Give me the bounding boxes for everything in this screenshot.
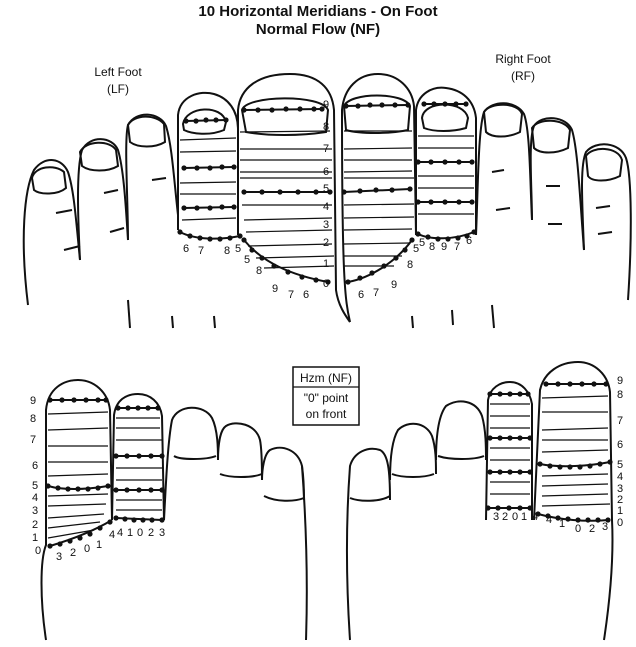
bottom-right-big-toe-number: 4: [546, 514, 552, 526]
top-scale-number: 6: [323, 166, 329, 178]
bottom-left-second-toe-number: 0: [137, 527, 143, 539]
bottom-right-big-toe-number: 0: [575, 523, 581, 535]
diagram-subtitle: Normal Flow (NF): [256, 21, 380, 38]
bottom-left-scale-number: 6: [32, 460, 38, 472]
top-right-second-toe-number: 6: [466, 235, 472, 247]
bottom-left-scale-number: 4: [32, 492, 38, 504]
bottom-left-big-toe-number: 2: [70, 547, 76, 559]
top-left-second-toe-number: 8: [224, 245, 230, 257]
top-right-big-toe-number: 8: [407, 259, 413, 271]
bottom-left-scale-number: 0: [35, 545, 41, 557]
bottom-right-foot: 3 2 0 1 4 4 1 0 2 3 9 8 7 6 5 4 3 2 1 0: [346, 360, 623, 641]
top-right-big-toe-number: 5: [413, 243, 419, 255]
bottom-left-big-toe-number: 3: [56, 551, 62, 563]
right-foot-abbrev: (RF): [511, 69, 535, 83]
legend-box: Hzm (NF) "0" point on front: [292, 366, 360, 426]
diagram-title: 10 Horizontal Meridians - On Foot: [198, 3, 437, 20]
bottom-right-second-toe-number: 0: [512, 511, 518, 523]
legend-title: Hzm (NF): [300, 371, 352, 385]
right-foot-label: Right Foot: [495, 52, 551, 66]
top-right-second-toe: 5 8 9 7 6: [415, 86, 477, 253]
bottom-right-scale-number: 9: [617, 375, 623, 387]
bottom-right-big-toe-number: 1: [559, 518, 565, 530]
top-left-small-toes: [22, 113, 216, 329]
top-scale-number: 8: [323, 121, 329, 133]
bottom-left-big-toe-number: 4: [109, 529, 115, 541]
top-left-big-toe-number: 9: [272, 283, 278, 295]
top-right-second-toe-number: 7: [454, 241, 460, 253]
top-left-big-toe-number: 8: [256, 265, 262, 277]
bottom-right-scale-number: 4: [617, 471, 623, 483]
legend-line-1: "0" point: [304, 391, 349, 405]
top-left-second-toe-number: 6: [183, 243, 189, 255]
top-left-big-toe-number: 5: [244, 254, 250, 266]
top-scale-number: 4: [323, 201, 329, 213]
bottom-left-second-toe-number: 1: [127, 527, 133, 539]
top-right-big-toe: 6 7 9 8 5: [340, 72, 419, 323]
bottom-right-scale-number: 3: [617, 483, 623, 495]
bottom-left-scale-number: 7: [30, 434, 36, 446]
bottom-left-scale-number: 9: [30, 395, 36, 407]
bottom-right-scale-number: 6: [617, 439, 623, 451]
bottom-left-scale-number: 5: [32, 480, 38, 492]
top-left-second-toe-number: 7: [198, 245, 204, 257]
bottom-right-scale-number: 5: [617, 459, 623, 471]
bottom-right-second-toe-number: 1: [521, 511, 527, 523]
top-left-big-toe-number: 6: [303, 289, 309, 301]
bottom-left-second-toe-number: 3: [159, 527, 165, 539]
bottom-left-scale-number: 3: [32, 505, 38, 517]
bottom-right-big-toe-number: 3: [602, 521, 608, 533]
bottom-left-foot: 9 8 7 6 5 4 3 2 1 0 3 2 0 1 4 4 1 0 2 3: [30, 378, 308, 641]
bottom-left-scale-number: 8: [30, 413, 36, 425]
top-right-big-toe-number: 7: [373, 287, 379, 299]
bottom-left-big-toe-number: 0: [84, 543, 90, 555]
top-scale-number: 9: [323, 99, 329, 111]
bottom-left-big-toe-number: 1: [96, 539, 102, 551]
top-right-big-toe-number: 6: [358, 289, 364, 301]
bottom-left-second-toe-number: 4: [117, 527, 123, 539]
bottom-left-scale-number: 1: [32, 532, 38, 544]
top-scale-number: 5: [323, 183, 329, 195]
top-left-big-toe: 5 8 9 7 6: [237, 72, 351, 323]
top-scale-number: 2: [323, 237, 329, 249]
bottom-right-second-toe-number: 2: [502, 511, 508, 523]
left-foot-label: Left Foot: [94, 65, 142, 79]
legend-line-2: on front: [306, 407, 347, 421]
bottom-right-big-toe-number: 2: [589, 523, 595, 535]
bottom-right-scale-number: 1: [617, 505, 623, 517]
top-right-second-toe-number: 9: [441, 241, 447, 253]
bottom-right-second-toe-number: 4: [532, 511, 538, 523]
top-right-big-toe-number: 9: [391, 279, 397, 291]
bottom-left-scale-number: 2: [32, 519, 38, 531]
bottom-left-second-toe-number: 2: [148, 527, 154, 539]
bottom-right-scale-number: 0: [617, 517, 623, 529]
top-scale-number: 3: [323, 219, 329, 231]
top-left-second-toe: 6 7 8 5: [177, 91, 243, 257]
bottom-right-second-toe-number: 3: [493, 511, 499, 523]
top-scale-number: 0: [323, 278, 329, 290]
bottom-right-scale-number: 8: [617, 389, 623, 401]
top-scale-number: 1: [323, 258, 329, 270]
bottom-right-scale-number: 7: [617, 415, 623, 427]
left-foot-abbrev: (LF): [107, 82, 129, 96]
top-right-second-toe-number: 5: [419, 237, 425, 249]
bottom-right-scale-number: 2: [617, 494, 623, 506]
top-left-second-toe-number: 5: [235, 243, 241, 255]
top-right-second-toe-number: 8: [429, 241, 435, 253]
top-scale-number: 7: [323, 143, 329, 155]
top-center-scale: 9 8 7 6 5 4 3 2 1 0: [323, 99, 329, 290]
top-right-small-toes: [411, 102, 632, 329]
top-left-big-toe-number: 7: [288, 289, 294, 301]
